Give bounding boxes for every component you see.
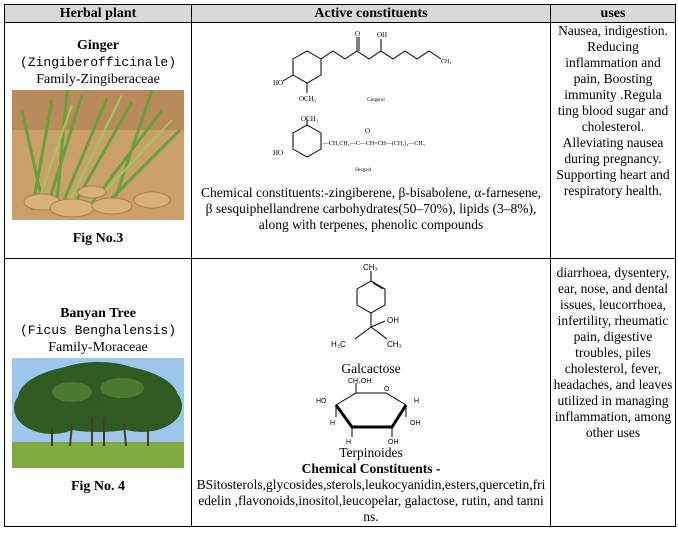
table-row: Banyan Tree (Ficus Benghalensis) Family-…: [4, 258, 676, 527]
svg-text:OH: OH: [388, 439, 399, 445]
svg-text:HO: HO: [316, 398, 327, 405]
svg-text:CH₃: CH₃: [363, 263, 378, 272]
chemical-constituents-text: BSitosterols,glycosides,sterols,leukocya…: [196, 477, 546, 524]
svg-text:CH₂OH: CH₂OH: [348, 378, 371, 385]
family-name: Family-Moraceae: [48, 340, 148, 355]
constituents-cell-banyan: CH₃ OH H₃C CH₃ Galcactose CH₂OH O HO H H: [191, 258, 551, 527]
figure-label: Fig No. 4: [70, 479, 126, 494]
plant-cell-banyan: Banyan Tree (Ficus Benghalensis) Family-…: [4, 258, 192, 527]
svg-text:OCH₃: OCH₃: [299, 95, 317, 103]
uses-cell-ginger: Nausea, indigestion. Reducing inflammati…: [550, 22, 676, 259]
plant-name: Banyan Tree: [60, 306, 136, 321]
gingerol-label: Gingerol: [367, 98, 385, 103]
galactose-label: Galcactose: [341, 361, 401, 376]
svg-text:O: O: [365, 127, 370, 135]
plant-name: Ginger: [77, 38, 119, 53]
svg-text:O: O: [355, 30, 360, 38]
gingerol-structure: O OH CH₃ HO OCH₃ Gingerol: [273, 30, 451, 103]
table-row: Ginger (Zingiberofficinale) Family-Zingi…: [4, 22, 676, 259]
plant-cell-ginger: Ginger (Zingiberofficinale) Family-Zingi…: [4, 22, 192, 259]
svg-text:O: O: [384, 386, 390, 393]
header-row: Herbal plant Active constituents uses: [4, 4, 676, 23]
family-name: Family-Zingiberaceae: [36, 72, 160, 87]
scientific-name: (Zingiberofficinale): [19, 55, 177, 70]
header-uses: uses: [550, 4, 676, 23]
header-active-constituents: Active constituents: [191, 4, 551, 23]
svg-text:H: H: [414, 398, 419, 405]
svg-text:OH: OH: [377, 31, 387, 39]
terpinoides-label: Terpinoides: [339, 445, 403, 460]
svg-text:—CH₂CH₂—C—CH=CH—(CH₂)₄—CH₃: —CH₂CH₂—C—CH=CH—(CH₂)₄—CH₃: [322, 140, 425, 147]
herbal-table: Herbal plant Active constituents uses Gi…: [4, 4, 676, 527]
ginger-photo: [12, 90, 184, 220]
svg-text:OCH₃: OCH₃: [301, 115, 319, 123]
svg-text:OH: OH: [387, 316, 399, 325]
uses-cell-banyan: diarrhoea, dysentery, ear, nose, and den…: [550, 258, 676, 527]
galactose-structure: CH₂OH O HO H H OH H OH: [316, 378, 421, 445]
svg-text:OH: OH: [410, 420, 421, 427]
chemical-constituents-heading: Chemical Constituents -: [301, 461, 441, 476]
scientific-name: (Ficus Benghalensis): [19, 323, 177, 338]
header-herbal-plant: Herbal plant: [4, 4, 192, 23]
constituents-cell-ginger: O OH CH₃ HO OCH₃ Gingerol OCH₃ HO —CH₂CH…: [191, 22, 551, 259]
chemical-constituents-text: Chemical constituents:-zingiberene, β-bi…: [200, 185, 542, 232]
figure-label: Fig No.3: [72, 231, 124, 246]
terpineol-structure: CH₃ OH H₃C CH₃: [331, 263, 402, 349]
banyan-tree-photo: [12, 358, 184, 468]
svg-text:H: H: [330, 420, 335, 427]
shogaol-structure: OCH₃ HO —CH₂CH₂—C—CH=CH—(CH₂)₄—CH₃ O Sho…: [273, 115, 425, 173]
svg-text:HO: HO: [273, 149, 283, 157]
svg-text:CH₃: CH₃: [387, 340, 402, 349]
svg-text:H: H: [346, 439, 351, 445]
svg-text:HO: HO: [273, 79, 283, 87]
shogaol-label: Shogaol: [355, 168, 372, 173]
svg-text:H₃C: H₃C: [331, 340, 346, 349]
svg-text:CH₃: CH₃: [441, 59, 451, 65]
